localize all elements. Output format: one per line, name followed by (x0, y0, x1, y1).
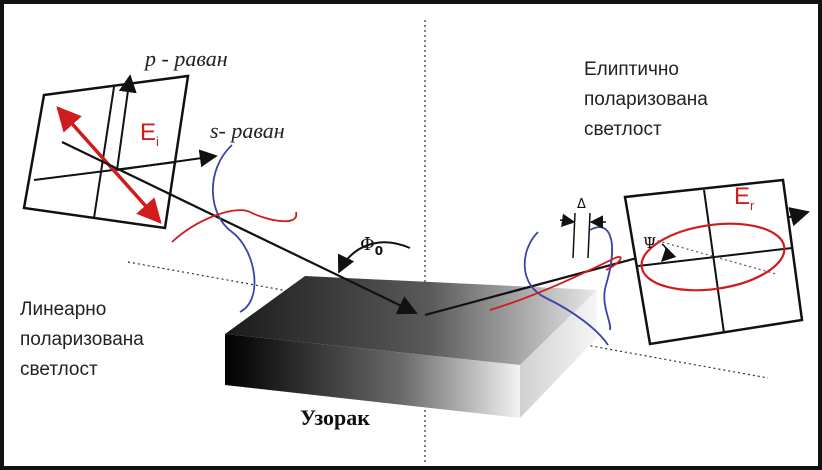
psi-label: Ψ (643, 234, 656, 252)
linear-light-line-3: светлост (20, 359, 98, 380)
ellipse-axis-line (647, 237, 777, 275)
linear-light-line-1: Линеарно (20, 299, 106, 320)
sample-top-face (225, 276, 597, 365)
linear-light-line-2: поларизована (20, 329, 144, 350)
polarization-ellipse (640, 222, 786, 292)
reflected-red-wave (489, 256, 622, 311)
elliptical-light-line-3: светлост (584, 119, 662, 140)
sample-block (225, 276, 597, 418)
elliptical-light-label: Елиптично поларизована светлост (584, 59, 708, 140)
delta-label: Δ (577, 197, 586, 212)
reflected-analyzer (623, 178, 804, 346)
incident-field-label: Ei (140, 119, 159, 149)
incident-p-wave (171, 209, 297, 243)
sample-side-face (520, 290, 597, 418)
delta-bracket-right (587, 212, 591, 259)
psi-angle-arc (660, 243, 677, 263)
angle-of-incidence-arc (337, 241, 411, 274)
sample-front-face (225, 334, 520, 418)
delta-arrow-left (559, 213, 576, 227)
delta-bracket-left (572, 212, 576, 259)
elliptical-light-line-1: Елиптично (584, 59, 679, 80)
phase-difference-marker (559, 212, 606, 259)
elliptical-light-line-2: поларизована (584, 89, 708, 110)
p-plane-label: p - раван (143, 46, 228, 71)
incident-frame (22, 74, 190, 230)
sample-label: Узорак (300, 405, 370, 430)
reflected-blue-wave (523, 231, 609, 346)
incident-ray (61, 141, 418, 315)
reflected-field-label: Er (734, 183, 755, 213)
angle-label: Φ0 (360, 234, 383, 258)
incident-s-wave (212, 144, 256, 313)
linear-light-label: Линеарно поларизована светлост (20, 299, 144, 380)
incident-polarizer (22, 74, 218, 230)
reflected-blue-wave-2 (589, 226, 613, 331)
reflected-frame-horizontal (637, 247, 793, 267)
s-plane-label: s- раван (210, 118, 285, 143)
reflected-frame-vertical (703, 189, 725, 334)
